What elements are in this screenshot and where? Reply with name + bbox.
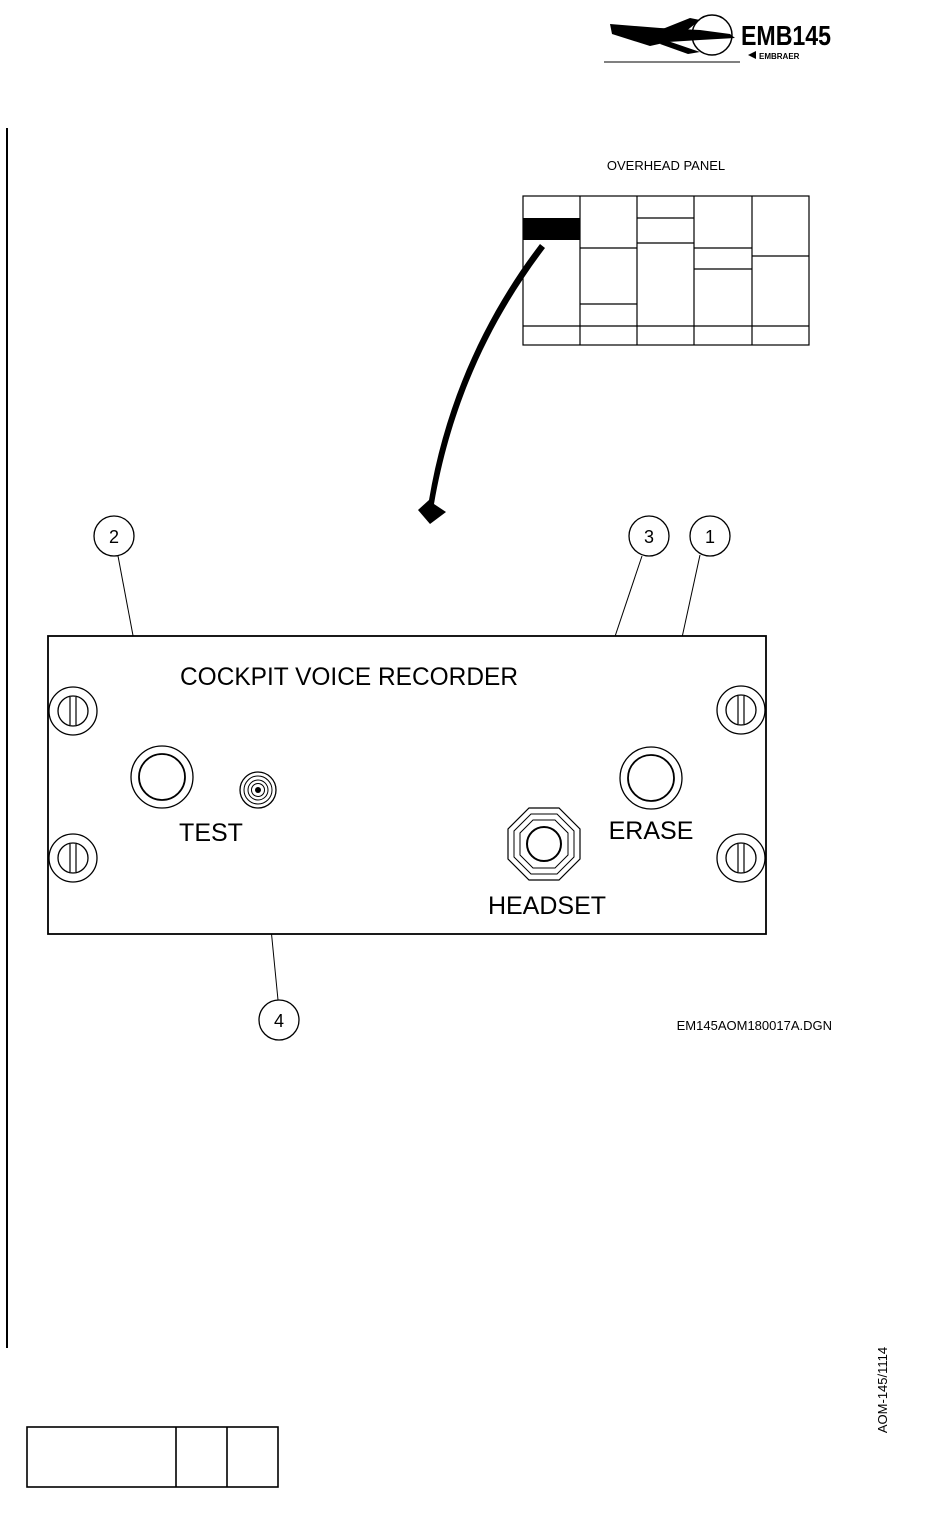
screw-top-left-icon [49, 687, 97, 735]
status-indicator [240, 772, 276, 808]
screw-bottom-right-icon [717, 834, 765, 882]
erase-label: ERASE [609, 817, 694, 845]
callout-2-number: 2 [109, 527, 119, 547]
logo-subtext: EMBRAER [759, 52, 800, 61]
callout-4-number: 4 [274, 1011, 284, 1031]
overhead-panel-title: OVERHEAD PANEL [607, 158, 725, 173]
callout-1-number: 1 [705, 527, 715, 547]
headset-jack[interactable] [508, 808, 580, 880]
embraer-arrow-icon [748, 51, 756, 59]
location-arrow-icon [418, 244, 545, 524]
callout-3-number: 3 [644, 527, 654, 547]
cvr-location-highlight [523, 218, 580, 240]
screw-bottom-left-icon [49, 834, 97, 882]
page-code: AOM-145/1114 [875, 1347, 890, 1433]
cvr-panel-title: COCKPIT VOICE RECORDER [180, 663, 518, 691]
test-button[interactable] [131, 746, 193, 808]
logo-text: EMB145 [741, 20, 831, 51]
screw-top-right-icon [717, 686, 765, 734]
drawing-id: EM145AOM180017A.DGN [677, 1018, 832, 1033]
emb145-logo: EMB145 EMBRAER [604, 15, 831, 62]
test-label: TEST [179, 819, 243, 847]
revision-box [27, 1427, 278, 1487]
headset-label: HEADSET [488, 892, 606, 920]
erase-button[interactable] [620, 747, 682, 809]
